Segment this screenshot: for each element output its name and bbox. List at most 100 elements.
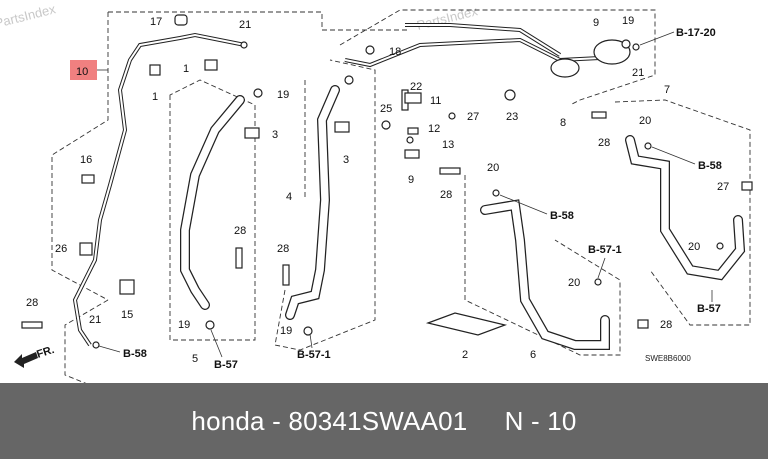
group-box-5	[169, 79, 256, 341]
clip-1a	[149, 64, 161, 76]
callout-16[interactable]: 16	[80, 154, 92, 166]
callout-28[interactable]: 28	[598, 137, 610, 149]
callout-26[interactable]: 27	[467, 111, 479, 123]
ref-b-58[interactable]: B-58	[550, 210, 574, 222]
callout-2[interactable]: 2	[462, 349, 468, 361]
callout-28[interactable]: 28	[234, 225, 246, 237]
leader	[98, 345, 121, 353]
leader	[309, 333, 313, 349]
callout-28[interactable]: 28	[277, 243, 289, 255]
ref-b-58[interactable]: B-58	[698, 160, 722, 172]
callout-15[interactable]: 15	[121, 309, 133, 321]
clamp-12	[404, 92, 422, 104]
clamp-15	[119, 279, 135, 295]
bracket-11	[404, 149, 420, 159]
cushion-13	[407, 127, 419, 135]
group-box-6	[464, 175, 621, 356]
callout-19[interactable]: 19	[280, 325, 292, 337]
oring-19b	[344, 75, 354, 85]
nut-18	[365, 45, 375, 55]
group-box-left-lower	[64, 299, 109, 383]
ref-b-57-1[interactable]: B-57-1	[297, 349, 331, 361]
ref-b-57-1[interactable]: B-57-1	[588, 244, 622, 256]
oring-20d	[594, 278, 602, 286]
callout-17[interactable]: 17	[150, 16, 162, 28]
plate-2	[425, 312, 508, 336]
oring-19d	[303, 326, 313, 336]
hose-7	[625, 135, 746, 281]
callout-21[interactable]: 21	[239, 19, 251, 31]
bolt-28b	[235, 247, 243, 269]
callout-13[interactable]: 12	[428, 123, 440, 135]
callout-8[interactable]: 8	[560, 117, 566, 129]
callout-12[interactable]: 11	[430, 95, 441, 107]
nut-27b	[637, 319, 649, 329]
callout-6[interactable]: 6	[530, 349, 536, 361]
callout-10[interactable]: 10	[76, 66, 88, 78]
diagram-code: SWE8B6000	[645, 354, 691, 363]
oring-21b	[92, 341, 100, 349]
front-arrow-icon	[14, 352, 38, 368]
ref-b-17-20[interactable]: B-17-20	[676, 27, 716, 39]
clamp-3b	[334, 121, 350, 133]
callout-25[interactable]: 25	[380, 103, 392, 115]
callout-9[interactable]: 9	[593, 17, 599, 29]
callout-27[interactable]: 27	[717, 181, 729, 193]
callout-19[interactable]: 19	[277, 89, 289, 101]
nut-26	[448, 112, 456, 120]
callout-24[interactable]: 26	[55, 243, 67, 255]
hose-5	[180, 95, 245, 310]
oring-21c	[632, 43, 640, 51]
pipe-10	[72, 32, 246, 347]
callout-19[interactable]: 19	[622, 15, 634, 27]
oring-19c	[205, 320, 215, 330]
ref-b-58[interactable]: B-58	[123, 348, 147, 360]
callout-5[interactable]: 5	[192, 353, 198, 365]
callout-3[interactable]: 3	[272, 129, 278, 141]
callout-21[interactable]: 21	[89, 314, 101, 326]
callout-20[interactable]: 20	[688, 241, 700, 253]
callout-4[interactable]: 4	[286, 191, 292, 203]
nut-27a	[741, 181, 753, 191]
clamp-3a	[244, 127, 260, 139]
callout-18[interactable]: 18	[389, 46, 401, 58]
callout-10-highlight	[70, 60, 97, 80]
callout-23[interactable]: 23	[506, 111, 518, 123]
cap-17	[174, 14, 188, 26]
group-box-7	[614, 99, 751, 326]
oring-21a	[240, 41, 248, 49]
parts-diagram: PartsIndex PartsIndex	[0, 1, 753, 383]
front-arrow-label: FR.	[35, 344, 56, 361]
leader	[499, 194, 548, 215]
callout-20[interactable]: 20	[639, 115, 651, 127]
oring-19e	[621, 39, 631, 49]
callout-1[interactable]: 1	[183, 63, 189, 75]
hose-6	[480, 199, 610, 350]
callout-20[interactable]: 20	[487, 162, 499, 174]
callout-22[interactable]: 22	[410, 81, 422, 93]
watermark-left: PartsIndex	[0, 1, 58, 31]
callout-3[interactable]: 3	[343, 154, 349, 166]
sensor-25	[381, 120, 391, 130]
oring-20c	[716, 242, 724, 250]
callout-11[interactable]: 9	[408, 174, 414, 186]
oring-20a	[644, 142, 652, 150]
leader	[597, 257, 606, 279]
group-box-4	[274, 59, 376, 351]
callout-28[interactable]: 28	[26, 297, 38, 309]
callout-21[interactable]: 21	[632, 67, 644, 79]
bolt-28d	[439, 167, 461, 175]
callout-20[interactable]: 20	[568, 277, 580, 289]
callout-14[interactable]: 13	[442, 139, 454, 151]
callout-7[interactable]: 7	[664, 84, 670, 96]
bolt-28c	[282, 264, 290, 286]
callout-27[interactable]: 28	[660, 319, 672, 331]
ref-b-57[interactable]: B-57	[214, 359, 238, 371]
callout-19[interactable]: 19	[178, 319, 190, 331]
callout-1[interactable]: 1	[152, 91, 158, 103]
leader	[639, 31, 675, 46]
callout-28[interactable]: 28	[440, 189, 452, 201]
ref-b-57[interactable]: B-57	[697, 303, 721, 315]
footer-caption: honda - 80341SWAA01 N - 10	[191, 405, 577, 436]
nut-23	[504, 89, 516, 101]
